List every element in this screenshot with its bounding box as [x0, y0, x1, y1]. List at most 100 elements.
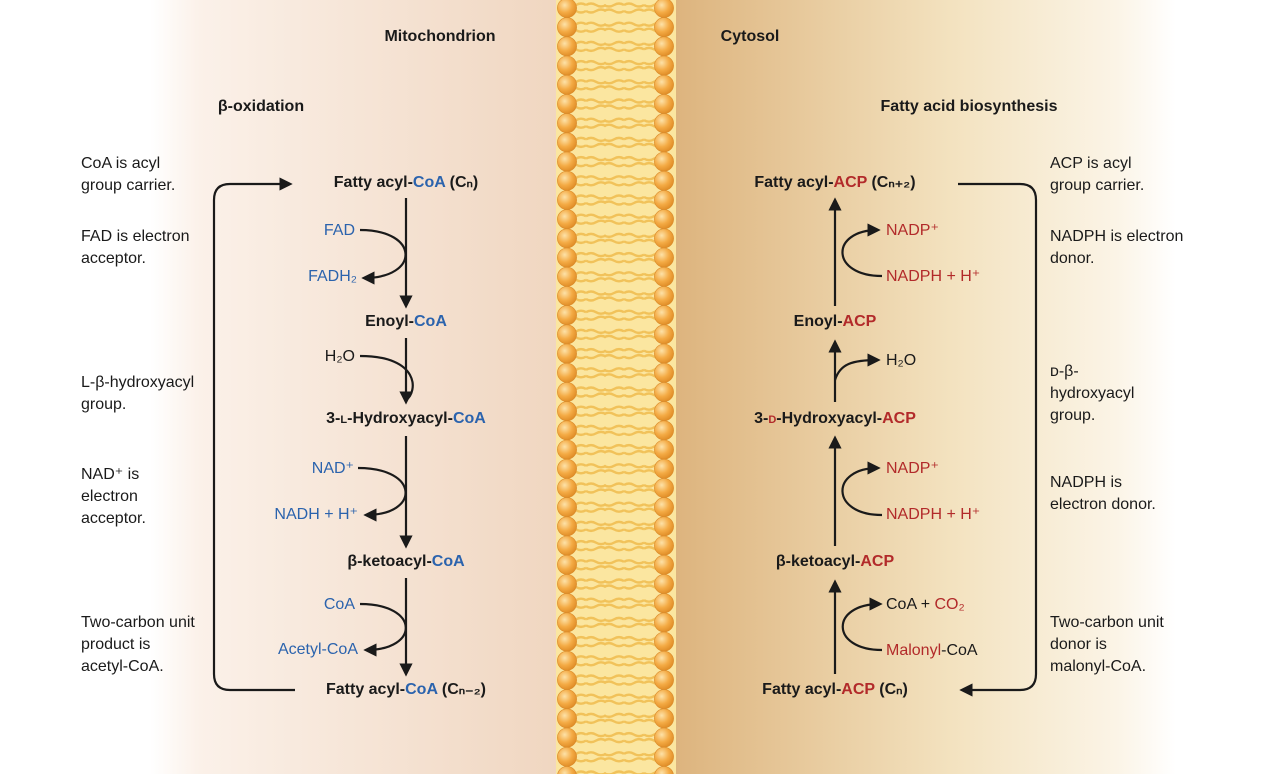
lipid-tail — [623, 430, 645, 437]
lipid-tail — [585, 731, 607, 738]
lipid-tail — [603, 98, 625, 104]
lipid-tail — [623, 200, 645, 206]
lipid-tail — [623, 117, 645, 123]
nadph-side-arrow-1 — [841, 461, 883, 517]
ketoacyl-acp: β-ketoacyl-ACP — [775, 553, 895, 570]
lipid-head — [654, 535, 674, 556]
lipid-tail — [623, 501, 645, 507]
lipid-tail — [585, 392, 607, 398]
lipid-head — [557, 17, 577, 38]
lipid-tail — [623, 449, 645, 456]
lipid-head — [557, 0, 577, 18]
note-nadph-donor: NADPH is electron donor. — [1050, 228, 1184, 267]
lipid-tail — [603, 693, 625, 699]
lipid-tail — [585, 482, 607, 488]
lipid-tail — [623, 661, 645, 667]
lipid-tail — [585, 2, 607, 8]
lipid-head — [557, 209, 577, 230]
lipid-tail — [603, 655, 625, 661]
lipid-tail — [585, 501, 607, 507]
lipid-head — [654, 266, 674, 287]
left-cycle-return-arrow — [212, 177, 295, 692]
lipid-head — [654, 708, 674, 729]
lipid-tail — [585, 757, 607, 763]
lipid-tail — [603, 59, 625, 66]
lipid-tail — [603, 597, 625, 603]
lipid-tail — [585, 661, 607, 667]
lipid-tail — [623, 565, 645, 571]
lipid-tail — [585, 712, 607, 719]
lipid-tail — [585, 424, 607, 431]
lipid-tail — [585, 271, 607, 277]
lipid-tail — [603, 85, 625, 91]
fatty-acyl-coa-start: Fatty acyl-CoA (Cₙ) — [333, 174, 479, 191]
lipid-head — [654, 574, 674, 594]
lipid-tail — [623, 757, 645, 763]
lipid-head — [654, 228, 674, 249]
lipid-head — [654, 650, 674, 671]
lipid-tail — [585, 597, 607, 603]
lipid-tail — [585, 117, 607, 123]
acetyl-coa-label: Acetyl-CoA — [277, 641, 358, 658]
lipid-head — [654, 190, 674, 210]
lipid-tail — [623, 616, 645, 623]
lipid-head — [654, 286, 674, 306]
lipid-tail — [585, 545, 607, 552]
lipid-tail — [603, 232, 625, 239]
lipid-head — [557, 497, 577, 518]
lipid-tail — [603, 559, 625, 565]
lipid-tail — [585, 603, 607, 609]
lipid-tail — [623, 367, 645, 373]
lipid-tail — [603, 737, 625, 744]
lipid-tail — [623, 488, 645, 494]
lipid-tail — [585, 40, 607, 47]
lipid-tail — [585, 46, 607, 53]
lipid-tail — [623, 699, 645, 705]
lipid-head — [557, 151, 577, 172]
lipid-head — [557, 574, 577, 594]
lipid-tail — [623, 27, 645, 33]
lipid-head — [557, 670, 577, 690]
lipid-tail — [603, 367, 625, 373]
lipid-head — [557, 170, 577, 191]
lipid-tail — [623, 526, 645, 533]
lipid-head — [557, 439, 577, 460]
lipid-head — [654, 55, 674, 76]
nadph-in-label-1: NADPH + H⁺ — [886, 268, 981, 285]
lipid-tail — [603, 347, 625, 354]
lipid-tail — [623, 21, 645, 27]
lipid-tail — [603, 424, 625, 431]
lipid-head — [654, 170, 674, 191]
lipid-tail — [585, 296, 607, 302]
lipid-tail — [585, 449, 607, 456]
lipid-tail — [623, 46, 645, 53]
nad-side-arrow — [357, 466, 407, 522]
lipid-head — [557, 343, 577, 364]
lipid-tail — [603, 520, 625, 527]
lipid-head — [654, 382, 674, 402]
enoyl-coa: Enoyl-CoA — [365, 313, 447, 330]
lipid-tail — [603, 46, 625, 53]
lipid-tail — [623, 85, 645, 91]
lipid-tail — [585, 175, 607, 181]
lipid-tail — [623, 463, 645, 469]
lipid-tail — [603, 699, 625, 705]
lipid-tail — [603, 79, 625, 85]
lipid-head — [557, 708, 577, 729]
note-nadph-donor-2: NADPH is electron donor. — [1050, 474, 1156, 513]
lipid-tail — [623, 65, 645, 72]
lipid-tail — [603, 770, 625, 774]
nadp-out-label-1: NADP⁺ — [886, 222, 939, 239]
lipid-tail — [603, 482, 625, 488]
lipid-tail — [585, 8, 607, 14]
lipid-tail — [603, 142, 625, 149]
lipid-tail — [603, 526, 625, 533]
beta-oxidation-arrows — [212, 177, 414, 692]
biosynthesis-title: Fatty acid biosynthesis — [880, 98, 1058, 115]
lipid-head — [557, 420, 577, 441]
lipid-tail — [585, 194, 607, 200]
lipid-tail — [623, 309, 645, 315]
lipid-head — [557, 362, 577, 383]
lipid-tail — [603, 175, 625, 181]
lipid-tail — [603, 488, 625, 494]
